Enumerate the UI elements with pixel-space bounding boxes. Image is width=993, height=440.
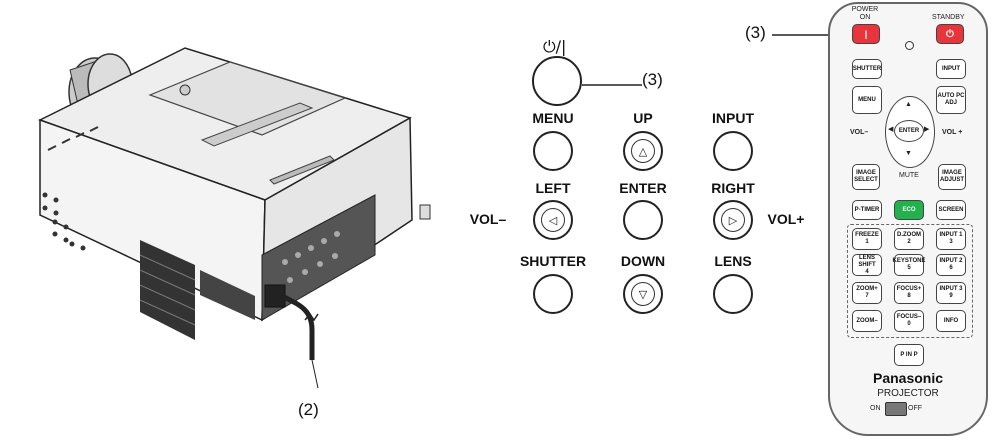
remote-power-on-button[interactable]: |: [852, 24, 880, 44]
remote-info-button[interactable]: INFO: [936, 310, 966, 332]
numpad-group: [847, 224, 973, 338]
lens-label: LENS: [714, 253, 752, 269]
enter-label: ENTER: [619, 180, 667, 196]
right-label: RIGHT: [711, 180, 755, 196]
projector-illustration: [38, 47, 431, 389]
remote-focus-minus-button[interactable]: FOCUS–0: [894, 310, 924, 332]
remote-zoom-plus-button[interactable]: ZOOM+7: [852, 282, 882, 304]
panel-right-button[interactable]: ▷: [713, 200, 753, 240]
remote-mute-label: MUTE: [899, 172, 919, 179]
switch-off-label: OFF: [908, 405, 922, 412]
remote-screen-button[interactable]: SCREEN: [936, 200, 966, 220]
shutter-label: SHUTTER: [519, 253, 587, 269]
remote-focus-plus-button[interactable]: FOCUS+8: [894, 282, 924, 304]
indicator-led: [905, 41, 914, 50]
remote-control: POWER ON STANDBY | ⏻ SHUTTER INPUT MENU …: [828, 2, 988, 436]
vol-plus-label: VOL+: [767, 211, 805, 227]
power-on-label: POWER ON: [851, 6, 879, 21]
remote-down-arrow[interactable]: ▼: [905, 150, 912, 157]
down-label: DOWN: [620, 253, 666, 269]
remote-p-timer-button[interactable]: P-TIMER: [852, 200, 882, 220]
panel-input-button[interactable]: [713, 131, 753, 171]
remote-auto-pc-adj-button[interactable]: AUTO PC ADJ: [936, 86, 966, 114]
input-label: INPUT: [712, 110, 754, 126]
remote-enter-button[interactable]: ENTER: [894, 120, 924, 142]
panel-lens-button[interactable]: [713, 274, 753, 314]
panel-left-button[interactable]: ◁: [533, 200, 573, 240]
callout-power-cord: (2): [298, 400, 319, 419]
menu-label: MENU: [532, 110, 574, 126]
remote-zoom-minus-button[interactable]: ZOOM–: [852, 310, 882, 332]
remote-product-label: PROJECTOR: [877, 388, 939, 399]
remote-image-adjust-button[interactable]: IMAGE ADJUST: [938, 164, 966, 190]
remote-image-select-button[interactable]: IMAGE SELECT: [852, 164, 880, 190]
remote-shutter-button[interactable]: SHUTTER: [852, 59, 882, 79]
callout-power-panel: (3): [642, 70, 663, 89]
remote-vol-minus: VOL–: [850, 129, 869, 136]
switch-on-label: ON: [870, 405, 881, 412]
remote-menu-button[interactable]: MENU: [852, 86, 882, 114]
vol-minus-label: VOL–: [469, 211, 507, 227]
panel-power-button[interactable]: [532, 56, 582, 106]
remote-up-arrow[interactable]: ▲: [905, 101, 912, 108]
panel-down-button[interactable]: ▽: [623, 274, 663, 314]
panel-menu-button[interactable]: [533, 131, 573, 171]
panel-enter-button[interactable]: [623, 200, 663, 240]
remote-brand: Panasonic: [872, 370, 944, 386]
power-key-symbol: ⏻/|: [543, 37, 567, 56]
up-label: UP: [633, 110, 653, 126]
remote-input-button[interactable]: INPUT: [936, 59, 966, 79]
panel-shutter-button[interactable]: [533, 274, 573, 314]
remote-p-in-p-button[interactable]: P IN P: [894, 344, 924, 366]
control-panel: ⏻/| (3) MENU UP INPUT △ LEFT ENTER RIGHT…: [470, 0, 820, 320]
standby-label: STANDBY: [932, 14, 965, 21]
callout-power-remote: (3): [745, 23, 766, 42]
remote-left-arrow[interactable]: ◀: [888, 126, 894, 133]
remote-standby-button[interactable]: ⏻: [936, 24, 964, 44]
power-switch[interactable]: [885, 402, 907, 416]
left-label: LEFT: [535, 180, 571, 196]
panel-up-button[interactable]: △: [623, 131, 663, 171]
remote-right-arrow[interactable]: ▶: [924, 126, 930, 133]
remote-vol-plus: VOL +: [942, 129, 963, 136]
remote-eco-button[interactable]: ECO: [894, 200, 924, 220]
